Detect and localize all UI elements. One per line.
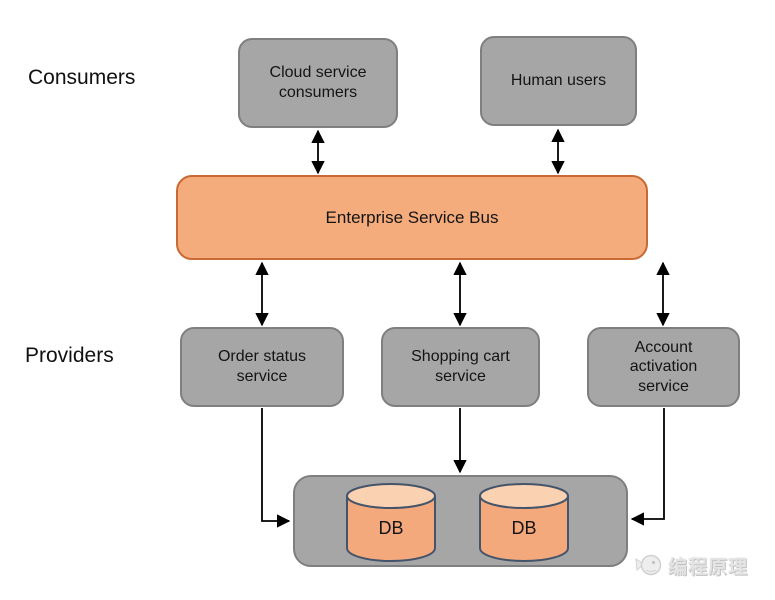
db-cylinder-2: DB xyxy=(478,482,570,563)
db-label: DB xyxy=(511,518,537,538)
node-label: Account activation service xyxy=(629,338,698,395)
node-label: Enterprise Service Bus xyxy=(325,207,499,227)
node-label: Human users xyxy=(510,72,607,90)
edge-account-db xyxy=(630,408,665,526)
whale-logo-icon xyxy=(635,554,662,576)
node-human-users: Human users xyxy=(480,36,637,126)
edge-order-db xyxy=(261,408,291,528)
node-order-status-service: Order status service xyxy=(180,327,344,407)
db-cylinder-1: DB xyxy=(345,482,437,563)
db-label: DB xyxy=(378,518,404,538)
node-cloud-service-consumers: Cloud service consumers xyxy=(238,38,398,128)
node-label: Shopping cart service xyxy=(411,348,510,385)
consumers-label: Consumers xyxy=(28,66,136,89)
node-label: Cloud service consumers xyxy=(269,64,367,101)
database-cylinder-icon xyxy=(479,483,569,563)
watermark-text: 编程原理 xyxy=(668,556,749,578)
node-enterprise-service-bus: Enterprise Service Bus xyxy=(176,175,648,260)
providers-label: Providers xyxy=(25,344,114,367)
database-cylinder-icon xyxy=(346,483,436,563)
node-label: Order status service xyxy=(217,348,307,385)
node-db-group xyxy=(293,475,628,567)
node-shopping-cart-service: Shopping cart service xyxy=(381,327,540,407)
watermark: 编程原理 xyxy=(634,549,748,581)
node-account-activation-service: Account activation service xyxy=(587,327,740,407)
